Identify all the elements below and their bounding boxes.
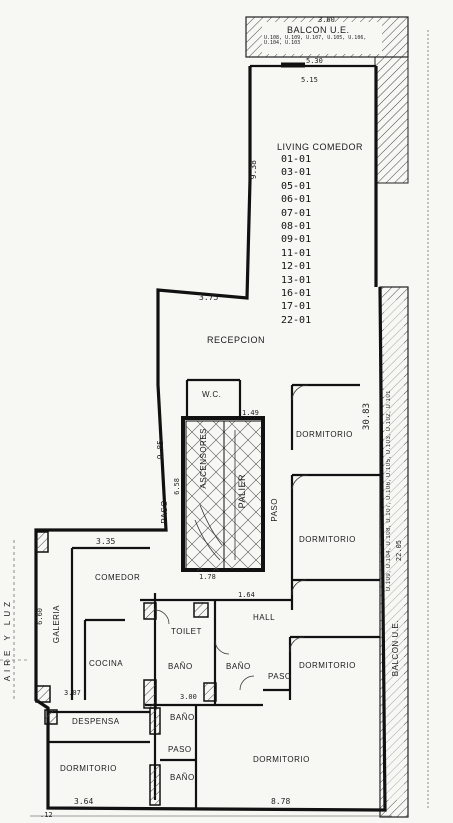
balcony-top bbox=[245, 16, 409, 184]
dim-kitchen-335: 3.35 bbox=[96, 537, 116, 546]
dim-right-2205: 22.05 bbox=[395, 540, 403, 562]
unit-list: 01-01 03-01 05-01 06-01 07-01 08-01 09-0… bbox=[281, 153, 311, 327]
dimension-lines bbox=[0, 30, 429, 817]
bedroom-5-label: DORMITORIO bbox=[60, 764, 117, 773]
balcony-top-width: 3.60 bbox=[318, 16, 335, 24]
dim-small-164: 1.64 bbox=[238, 591, 255, 599]
interior-walls bbox=[48, 378, 380, 808]
dim-left-938: 9.38 bbox=[249, 160, 258, 180]
dim-small-307: 3.07 bbox=[64, 689, 81, 697]
dim-small-012: .12 bbox=[40, 811, 53, 819]
landing-label: PALIER bbox=[237, 474, 247, 509]
reception-label: RECEPCION bbox=[207, 335, 266, 345]
passage-label-2: PASO bbox=[270, 498, 279, 522]
hall-label: HALL bbox=[253, 613, 276, 622]
passage-label-4: PASO bbox=[168, 745, 192, 754]
passage-label-1: PASO bbox=[160, 500, 169, 524]
bath-2-label: BAÑO bbox=[226, 662, 251, 671]
toilet-label: TOILET bbox=[171, 627, 202, 636]
unit-item: 17-01 bbox=[281, 301, 312, 313]
unit-item: 22-01 bbox=[281, 314, 312, 326]
balcony-side-label: BALCON U.E. bbox=[391, 620, 400, 677]
unit-item: 09-01 bbox=[281, 234, 312, 246]
bath-3-label: BAÑO bbox=[170, 713, 195, 722]
dim-corridor-985: 9.85 bbox=[156, 440, 165, 460]
door-swings bbox=[154, 384, 309, 691]
unit-item: 13-01 bbox=[281, 274, 312, 286]
balcony-top-label: BALCON U.E. bbox=[287, 25, 350, 35]
elevators-label: ASCENSORES bbox=[199, 428, 208, 489]
dim-landing-149: 1.49 bbox=[242, 409, 259, 417]
outer-walls bbox=[34, 62, 387, 812]
passage-label-3: PASO bbox=[268, 672, 292, 681]
bath-1-label: BAÑO bbox=[168, 662, 193, 671]
dim-bottom-878: 8.78 bbox=[271, 797, 291, 806]
kitchen-label: COCINA bbox=[89, 659, 124, 668]
unit-item: 12-01 bbox=[281, 261, 312, 273]
balcony-side-units: U.109, U.104, U.108, U.107, U.106, U.105… bbox=[386, 390, 392, 592]
dim-right-3083: 30.83 bbox=[362, 403, 372, 431]
dim-step-375: 3.75 bbox=[199, 293, 219, 302]
bedroom-2-label: DORMITORIO bbox=[299, 535, 356, 544]
balcony-top-units: U.108, U.109, U.107, U.105, U.106, U.104… bbox=[264, 35, 367, 46]
bath-4-label: BAÑO bbox=[170, 773, 195, 782]
stair-detail bbox=[194, 430, 236, 561]
dim-small-300: 3.00 bbox=[180, 693, 197, 701]
unit-item: 03-01 bbox=[281, 167, 312, 179]
dim-landing-658: 6.58 bbox=[173, 478, 181, 495]
unit-item: 01-01 bbox=[281, 154, 312, 165]
dim-bottom-364: 3.64 bbox=[74, 797, 94, 806]
gallery-label: GALERIA bbox=[52, 605, 61, 644]
living-comedor-label: LIVING COMEDOR bbox=[277, 142, 364, 152]
unit-item: 11-01 bbox=[281, 247, 312, 259]
dining-label: COMEDOR bbox=[95, 573, 141, 582]
bedroom-3-label: DORMITORIO bbox=[299, 661, 356, 670]
unit-item: 06-01 bbox=[281, 194, 312, 206]
wc-label: W.C. bbox=[202, 390, 222, 399]
unit-item: 07-01 bbox=[281, 207, 312, 219]
bedroom-1-label: DORMITORIO bbox=[296, 430, 353, 439]
pantry-label: DESPENSA bbox=[72, 717, 120, 726]
dim-gallery-660: 6.60 bbox=[36, 608, 44, 625]
columns bbox=[35, 531, 217, 806]
unit-item: 16-01 bbox=[281, 287, 312, 299]
bedroom-4-label: DORMITORIO bbox=[253, 755, 310, 764]
dim-small-178: 1.78 bbox=[199, 573, 216, 581]
dim-top-515: 5.15 bbox=[301, 76, 318, 84]
dim-top-530: 5.30 bbox=[306, 57, 323, 65]
air-light-label: AIRE Y LUZ bbox=[3, 598, 12, 682]
unit-item: 08-01 bbox=[281, 220, 312, 232]
unit-item: 05-01 bbox=[281, 180, 312, 192]
